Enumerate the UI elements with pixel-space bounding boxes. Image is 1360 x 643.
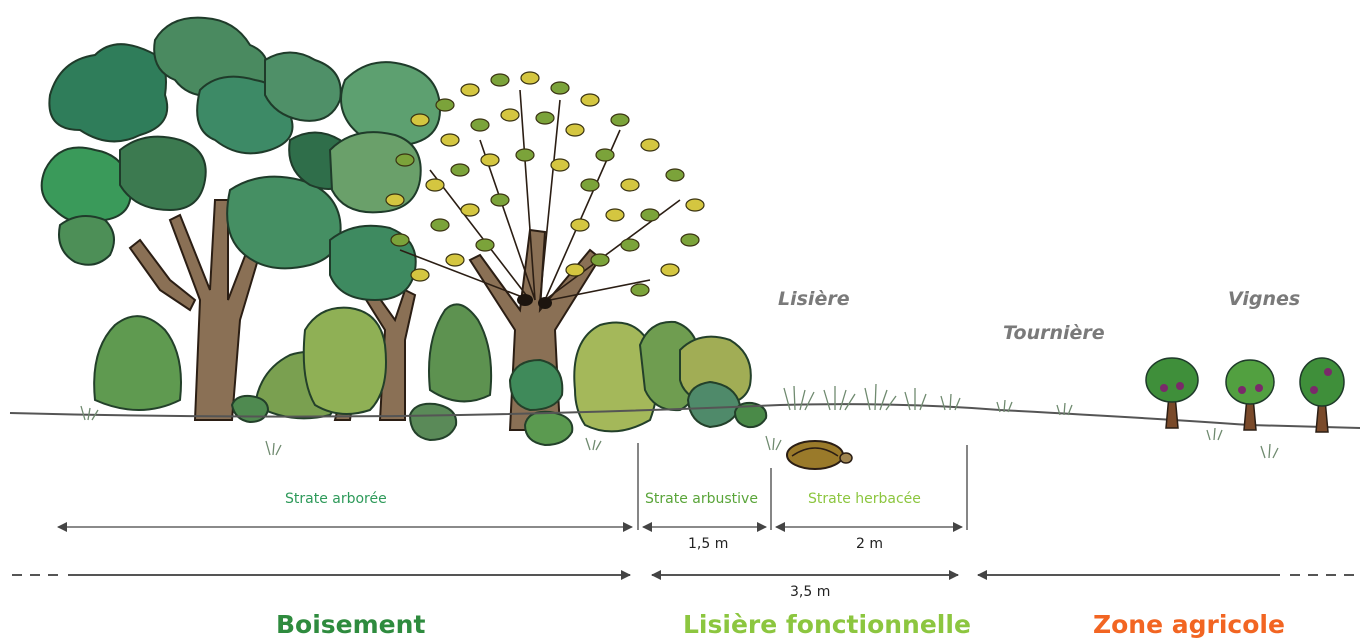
section-label-lisiere-fonctionnelle: Lisière fonctionnelle [683,610,971,639]
tortoise-illustration [786,440,853,470]
strate-arbustive-label: Strate arbustive [645,491,758,507]
zone-label-lisiere: Lisière [778,288,850,310]
measure-herbacee: 2 m [856,536,883,552]
measure-arbustive: 1,5 m [688,536,729,552]
strate-herbacee-label: Strate herbacée [808,491,921,507]
strate-arboree-label: Strate arborée [285,491,387,507]
grass-tufts [80,383,1279,459]
ground-line [9,403,1360,429]
section-label-boisement: Boisement [276,610,426,639]
dimension-lines [57,443,968,532]
section-label-zone-agricole: Zone agricole [1093,610,1285,639]
zone-label-vignes: Vignes [1228,288,1301,310]
measure-total: 3,5 m [790,584,831,600]
olive-tree [399,89,681,301]
forest-illustration [40,16,768,447]
zone-label-tourniere: Tournière [1003,322,1105,344]
vine-plants [1145,357,1345,433]
